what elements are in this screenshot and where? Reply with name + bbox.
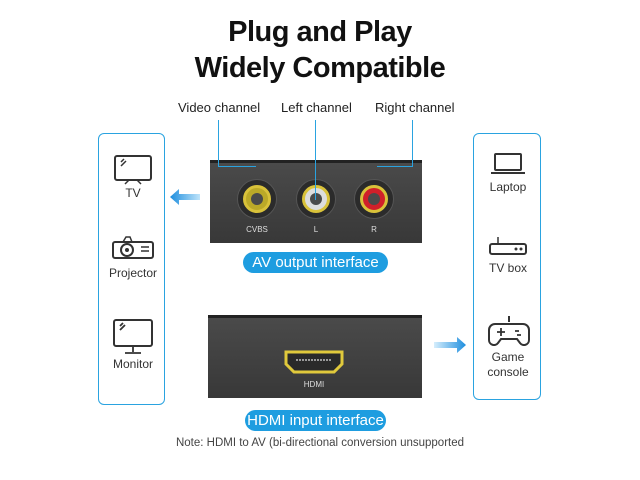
source-devices-panel: Laptop TV box Game console <box>473 133 541 400</box>
av-output-device: CVBS L R <box>210 160 422 243</box>
cvbs-port-label: CVBS <box>246 225 268 234</box>
left-audio-jack <box>296 179 336 219</box>
output-tv: TV <box>125 186 141 200</box>
hdmi-port-icon <box>284 350 344 374</box>
cvbs-jack <box>237 179 277 219</box>
hdmi-port-label: HDMI <box>303 380 325 389</box>
hdmi-input-device: HDMI <box>208 315 422 398</box>
laptop-icon <box>491 153 525 174</box>
arrow-left-icon <box>170 189 200 205</box>
tv-box-icon <box>489 237 527 255</box>
hdmi-input-label: HDMI input interface <box>245 410 386 431</box>
title-line-2: Widely Compatible <box>194 52 446 84</box>
right-audio-jack <box>354 179 394 219</box>
left-channel-label: Left channel <box>281 100 352 115</box>
note-text: Note: HDMI to AV (bi-directional convers… <box>175 437 465 449</box>
game-controller-icon <box>488 316 530 346</box>
projector-icon <box>112 236 154 259</box>
l-port-label: L <box>313 225 319 234</box>
output-monitor: Monitor <box>112 357 153 371</box>
output-projector: Projector <box>108 266 158 280</box>
monitor-icon <box>113 319 153 354</box>
right-channel-label: Right channel <box>375 100 455 115</box>
arrow-right-icon <box>434 337 466 353</box>
source-tv-box: TV box <box>488 261 527 275</box>
tv-icon <box>114 155 152 185</box>
r-port-label: R <box>371 225 377 234</box>
source-game-console: Game console <box>487 350 529 379</box>
source-laptop: Laptop <box>489 180 527 194</box>
output-devices-panel: TV Projector Monitor <box>98 133 165 405</box>
av-output-label: AV output interface <box>243 252 388 273</box>
video-channel-label: Video channel <box>178 100 261 115</box>
title-line-1: Plug and Play <box>228 16 412 48</box>
